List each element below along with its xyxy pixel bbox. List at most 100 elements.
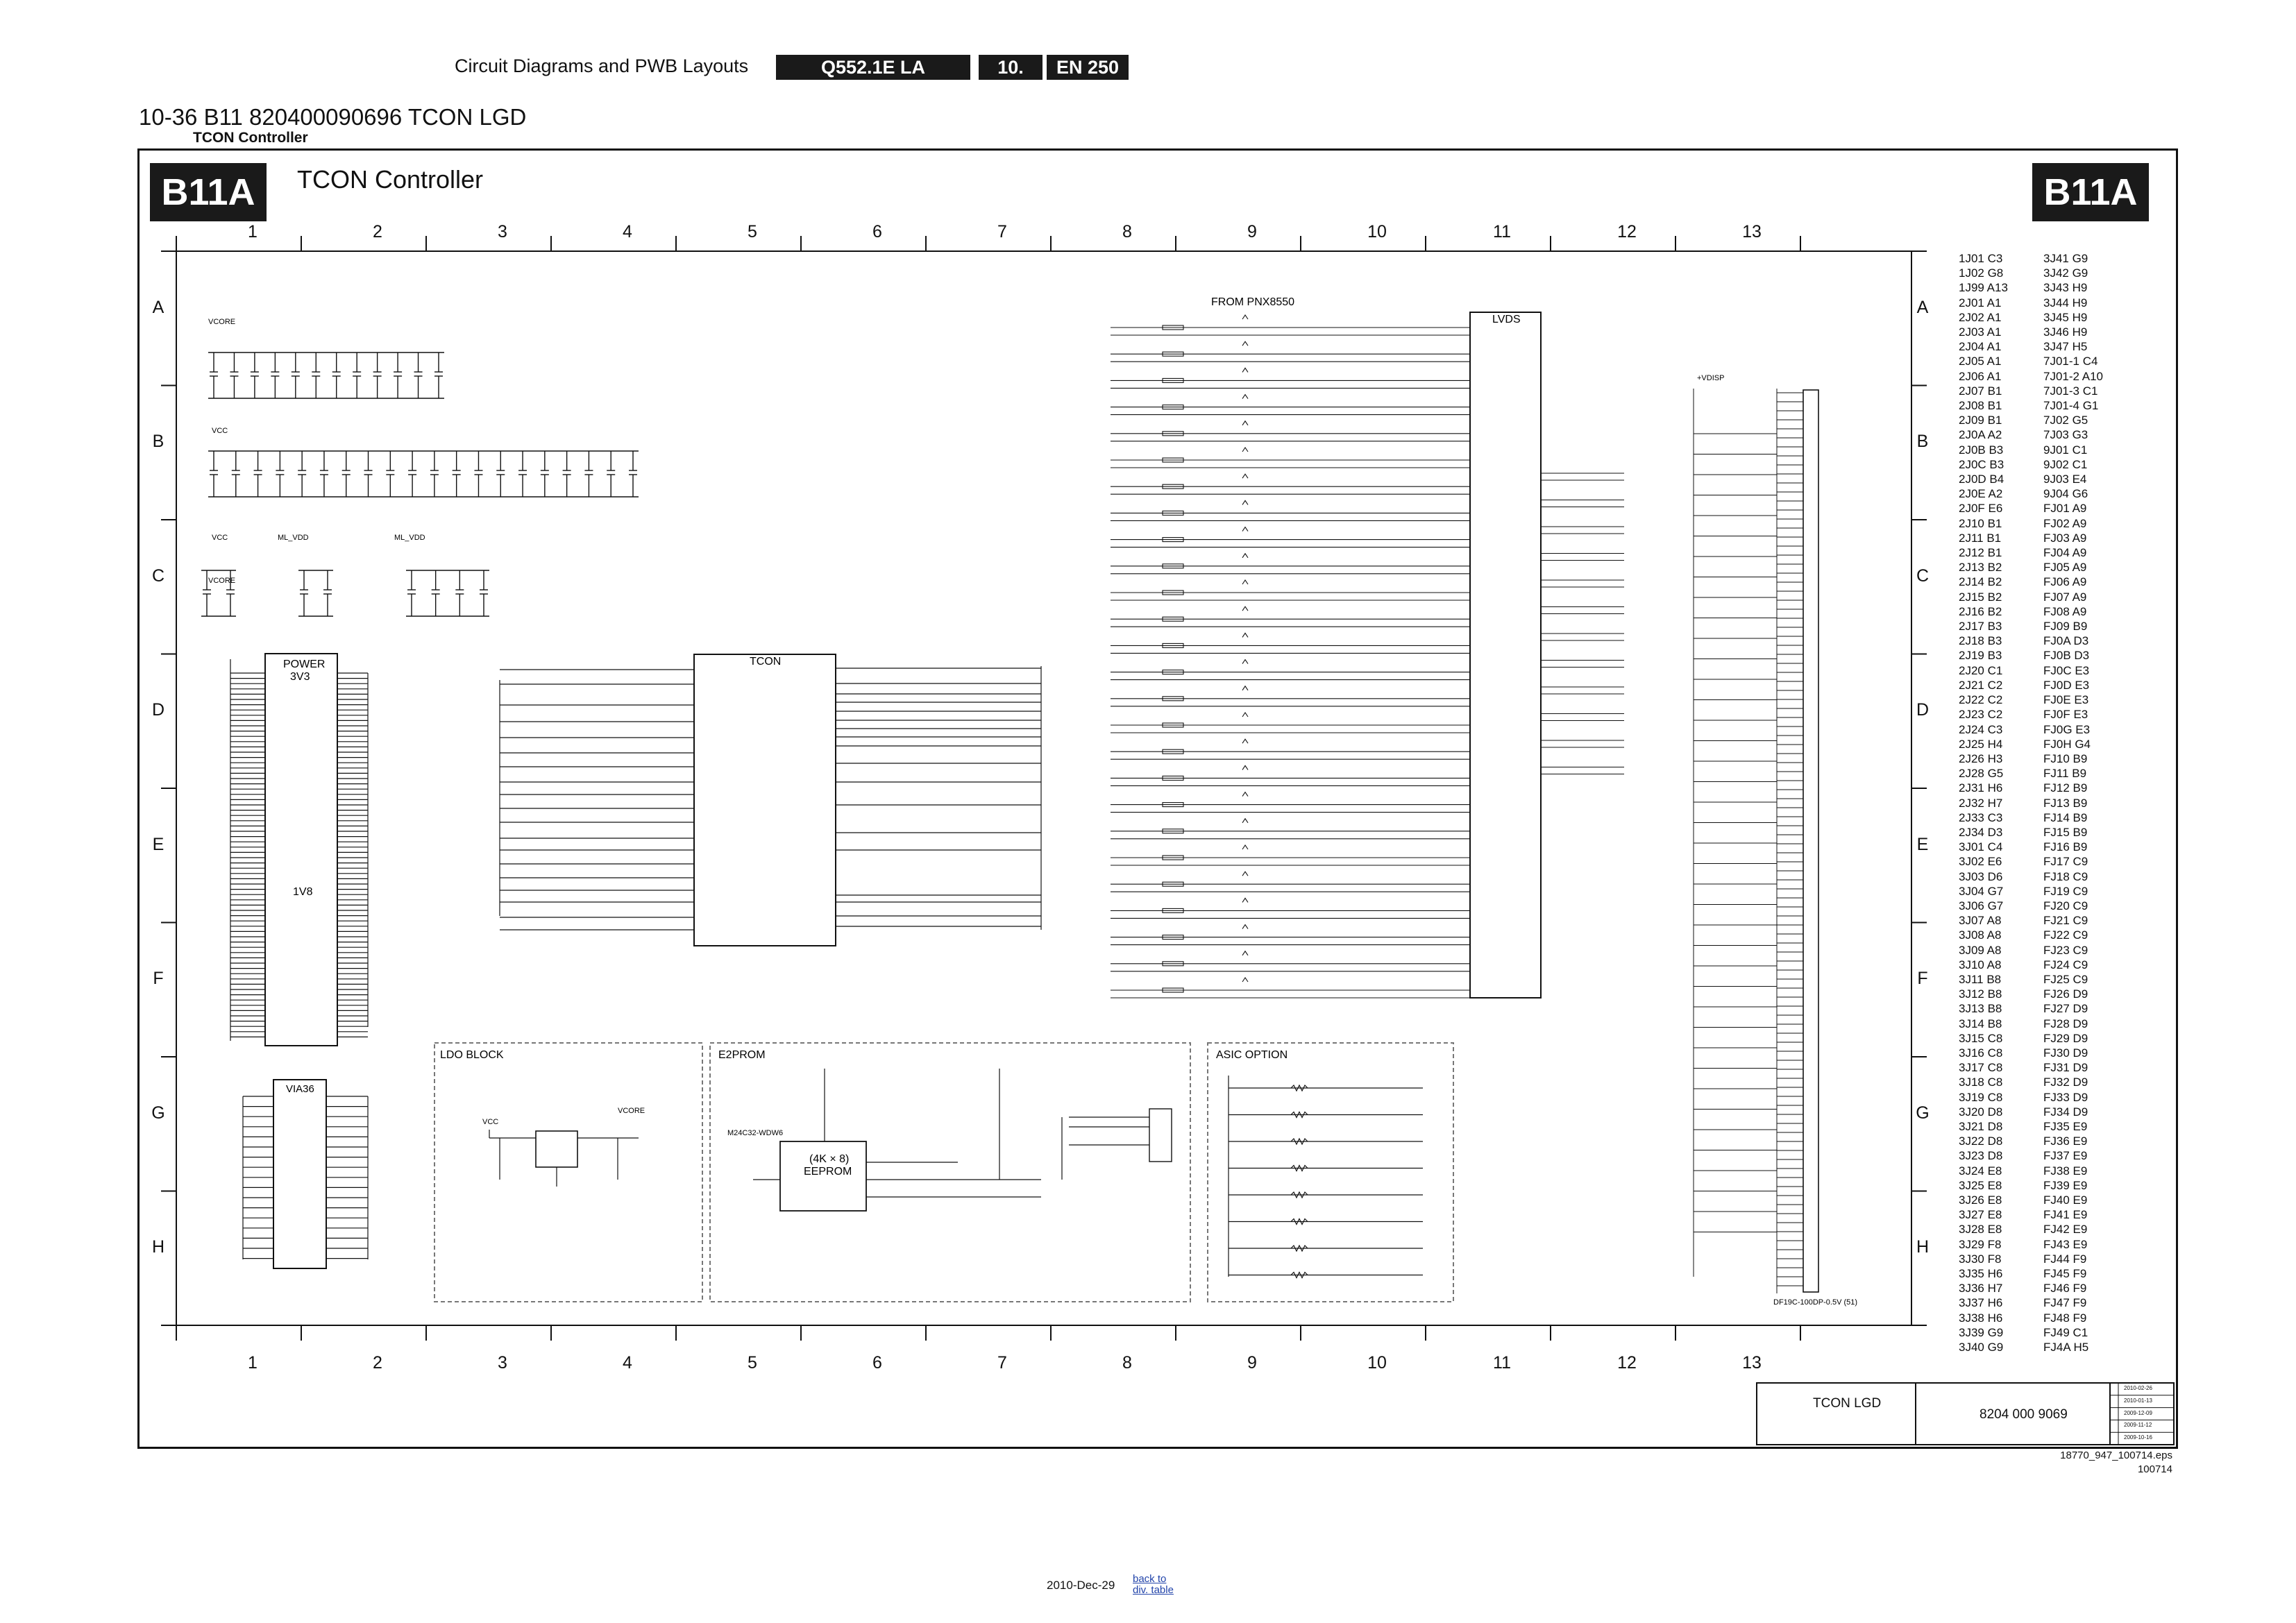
column-number-13: 13 xyxy=(1742,1353,1762,1373)
row-letter-D: D xyxy=(151,700,165,720)
legend-entry: FJ22 C9 xyxy=(2043,928,2088,942)
legend-entry: FJ06 A9 xyxy=(2043,575,2087,589)
legend-entry: 2J0F E6 xyxy=(1959,502,2003,516)
legend-entry: FJ4A H5 xyxy=(2043,1341,2089,1354)
column-number-2: 2 xyxy=(373,1353,382,1373)
vcore-label-2: VCORE xyxy=(208,577,235,585)
revision-date: 2010-02-26 xyxy=(2124,1385,2152,1391)
legend-entry: 3J22 D8 xyxy=(1959,1135,2003,1148)
back-link-line-1[interactable]: back to xyxy=(1133,1573,1167,1585)
header-section: Circuit Diagrams and PWB Layouts xyxy=(455,56,749,76)
legend-entry: 3J04 G7 xyxy=(1959,884,2004,898)
legend-entry: FJ0D E3 xyxy=(2043,678,2090,692)
legend-entry: FJ16 B9 xyxy=(2043,840,2088,854)
legend-entry: 2J02 A1 xyxy=(1959,310,2002,324)
legend-entry: 3J42 G9 xyxy=(2043,266,2088,280)
power-block: POWER 3V3 1V8 xyxy=(230,653,369,1046)
legend-entry: 1J02 G8 xyxy=(1959,266,2004,280)
legend-entry: 9J02 C1 xyxy=(2043,457,2088,471)
column-number-9: 9 xyxy=(1247,222,1257,241)
revision-date: 2009-12-09 xyxy=(2124,1409,2152,1416)
legend-entry: FJ28 D9 xyxy=(2043,1017,2088,1030)
legend-entry: 7J01-4 G1 xyxy=(2043,399,2099,413)
legend-entry: 3J14 B8 xyxy=(1959,1017,2002,1030)
legend-entry: FJ04 A9 xyxy=(2043,546,2087,560)
legend-entry: 3J46 H9 xyxy=(2043,325,2088,339)
legend-entry: FJ49 C1 xyxy=(2043,1325,2088,1339)
row-letter-F: F xyxy=(153,969,164,989)
column-number-11: 11 xyxy=(1493,222,1511,241)
legend-entry: 3J12 B8 xyxy=(1959,987,2002,1001)
row-letter-G: G xyxy=(151,1103,165,1123)
column-number-12: 12 xyxy=(1617,222,1637,241)
header-model: Q552.1E LA xyxy=(776,55,970,80)
legend-entry: FJ41 E9 xyxy=(2043,1208,2088,1222)
vcc-label-2: VCC xyxy=(212,534,228,542)
legend-entry: 3J26 E8 xyxy=(1959,1193,2002,1207)
legend-entry: 3J44 H9 xyxy=(2043,296,2088,309)
legend-entry: 2J03 A1 xyxy=(1959,325,2002,339)
legend-entry: FJ44 F9 xyxy=(2043,1252,2087,1266)
legend-entry: 2J05 A1 xyxy=(1959,355,2002,368)
legend-entry: FJ05 A9 xyxy=(2043,561,2087,575)
column-number-5: 5 xyxy=(748,222,757,241)
legend-entry: 3J24 E8 xyxy=(1959,1164,2002,1178)
legend-entry: 2J15 B2 xyxy=(1959,590,2002,604)
legend-entry: 3J37 H6 xyxy=(1959,1296,2003,1310)
row-letter-E: E xyxy=(1916,834,1929,854)
legend-entry: FJ40 E9 xyxy=(2043,1193,2088,1207)
legend-entry: FJ29 D9 xyxy=(2043,1031,2088,1045)
column-number-13: 13 xyxy=(1742,222,1762,241)
legend-entry: 2J12 B1 xyxy=(1959,546,2002,560)
legend-entry: FJ01 A9 xyxy=(2043,502,2087,516)
column-number-8: 8 xyxy=(1122,1353,1132,1373)
legend-entry: 2J0D B4 xyxy=(1959,473,2004,486)
row-letter-B: B xyxy=(1916,432,1929,452)
e2prom-block: E2PROM M24C32-WDW6 (4K × 8) EEPROM xyxy=(709,1042,1191,1302)
legend-entry: 2J08 B1 xyxy=(1959,399,2002,413)
legend-entry: 3J07 A8 xyxy=(1959,914,2002,928)
legend-entry: FJ43 E9 xyxy=(2043,1237,2088,1251)
legend-entry: 3J09 A8 xyxy=(1959,943,2002,957)
legend-entry: 2J0C B3 xyxy=(1959,457,2004,471)
legend-entry: 3J08 A8 xyxy=(1959,928,2002,942)
legend-entry: FJ46 F9 xyxy=(2043,1282,2087,1295)
legend-entry: 2J31 H6 xyxy=(1959,781,2003,795)
column-number-10: 10 xyxy=(1367,1353,1387,1373)
legend-entry: 9J04 G6 xyxy=(2043,487,2088,501)
ldo-title: LDO BLOCK xyxy=(440,1049,504,1061)
title-block-name: TCON LGD xyxy=(1813,1396,1882,1411)
title-block xyxy=(1756,1382,2175,1445)
legend-entry: 7J03 G3 xyxy=(2043,428,2088,442)
legend-entry: FJ03 A9 xyxy=(2043,531,2087,545)
legend-entry: FJ20 C9 xyxy=(2043,899,2088,912)
title-block-code: 8204 000 9069 xyxy=(1980,1407,2068,1422)
legend-entry: 3J39 G9 xyxy=(1959,1325,2004,1339)
row-letter-E: E xyxy=(152,834,164,854)
from-pnx-label: FROM PNX8550 xyxy=(1211,296,1294,308)
legend-entry: FJ25 C9 xyxy=(2043,972,2088,986)
legend-entry: 3J25 E8 xyxy=(1959,1178,2002,1192)
back-link-line-2[interactable]: div. table xyxy=(1133,1584,1174,1596)
legend-entry: 3J43 H9 xyxy=(2043,281,2088,295)
revision-date: 2010-01-13 xyxy=(2124,1397,2152,1404)
column-number-12: 12 xyxy=(1617,1353,1637,1373)
grid-ticks xyxy=(161,236,1927,1341)
legend-entry: FJ27 D9 xyxy=(2043,1002,2088,1016)
eeprom-size: (4K × 8) xyxy=(809,1153,849,1165)
legend-entry: 3J10 A8 xyxy=(1959,958,2002,971)
row-letter-C: C xyxy=(1916,566,1930,586)
legend-entry: 7J01-1 C4 xyxy=(2043,355,2098,368)
legend-entry: FJ21 C9 xyxy=(2043,914,2088,928)
mlvdd-label-1: ML_VDD xyxy=(278,534,309,542)
legend-entry: 2J0E A2 xyxy=(1959,487,2003,501)
legend-entry: FJ0E E3 xyxy=(2043,693,2089,707)
ldo-vcc: VCC xyxy=(482,1118,498,1126)
legend-entry: FJ26 D9 xyxy=(2043,987,2088,1001)
legend-entry: FJ19 C9 xyxy=(2043,884,2088,898)
legend-entry: 2J24 C3 xyxy=(1959,722,2003,736)
row-letter-B: B xyxy=(152,432,164,452)
back-to-table-link[interactable]: back to div. table xyxy=(1133,1574,1174,1596)
legend-entry: 2J20 C1 xyxy=(1959,663,2003,677)
